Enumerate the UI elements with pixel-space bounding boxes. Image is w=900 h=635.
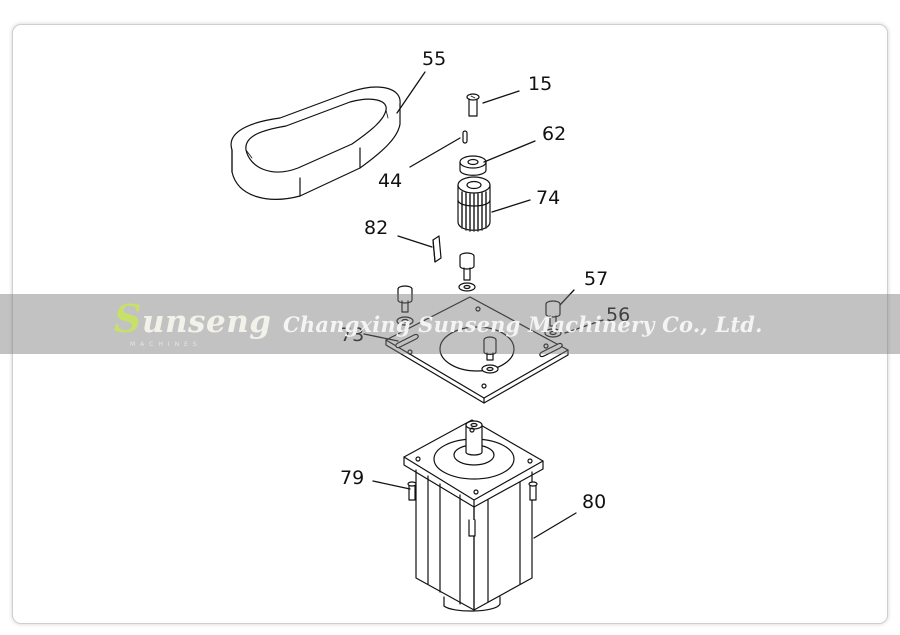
callout-15: 15: [528, 73, 552, 95]
callout-56: 56: [606, 304, 630, 326]
watermark-band: [0, 294, 900, 354]
plate-washer: [481, 364, 499, 374]
callout-79: 79: [340, 467, 364, 489]
callout-82: 82: [364, 217, 388, 239]
center-cap-screw: [459, 252, 475, 281]
left-cap-screw: [397, 285, 413, 313]
callout-62: 62: [542, 123, 566, 145]
pin-part-44: [462, 130, 468, 144]
callout-74: 74: [536, 187, 560, 209]
callout-44: 44: [378, 170, 402, 192]
watermark-logo-subtitle: MACHINES: [130, 341, 202, 348]
screw-part-57: [545, 300, 561, 327]
pulley-part-74: [457, 176, 491, 232]
callout-57: 57: [584, 268, 608, 290]
leader-lines: [363, 71, 604, 539]
motor-screw-part-79: [407, 481, 538, 501]
collar-part-62: [459, 155, 487, 176]
stepper-motor-part-80: [403, 419, 544, 612]
callout-55: 55: [422, 48, 446, 70]
key-part-82: [432, 235, 442, 263]
watermark-logo-rest: unseng: [141, 304, 272, 340]
watermark-logo: Sunseng: [114, 296, 271, 341]
screw-part-15: [466, 93, 480, 117]
callout-73: 73: [340, 324, 364, 346]
washer-part-56: [544, 328, 562, 338]
left-washer: [396, 316, 414, 326]
timing-belt-part: [230, 86, 401, 200]
callout-80: 80: [582, 491, 606, 513]
watermark-company-name: Changxing Sunseng Machinery Co., Ltd.: [283, 312, 763, 337]
plate-cap-screw: [483, 336, 497, 361]
mounting-plate-part-73: [385, 296, 569, 404]
center-washer: [458, 282, 476, 292]
watermark-logo-initial: S: [114, 296, 142, 341]
